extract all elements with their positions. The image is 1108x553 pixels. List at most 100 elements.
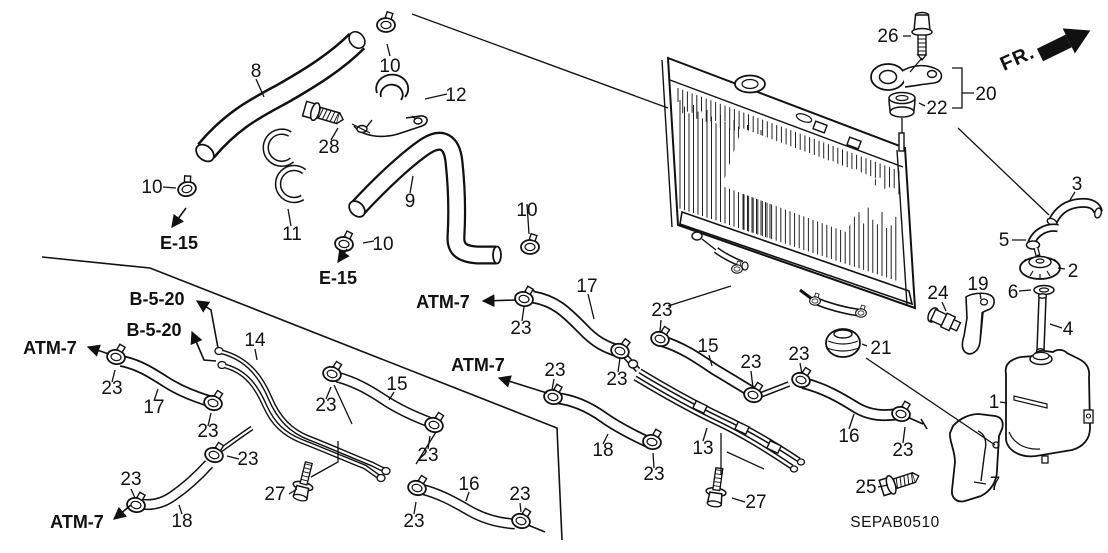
radiator-mount-pin (898, 132, 905, 152)
hose-run-inset (41, 256, 563, 541)
fr-direction-arrow (1036, 28, 1091, 62)
part-number-callout-23: 23 (101, 378, 122, 399)
hose-clamp (201, 386, 227, 413)
part-number-callout-14: 14 (244, 330, 266, 351)
part-number-callout-6: 6 (1008, 282, 1019, 303)
part-number-callout-23: 23 (120, 469, 141, 490)
part-number-callout-23: 23 (510, 318, 531, 339)
part-number-callout-23: 23 (315, 395, 336, 416)
hose-run-main (512, 283, 928, 508)
radiator-filler-neck (734, 74, 766, 94)
mount-bolt (911, 11, 933, 62)
part-number-callout-23: 23 (197, 421, 218, 442)
part-number-callout-18: 18 (592, 440, 613, 461)
hose-bracket (353, 73, 428, 138)
part-number-callout-9: 9 (405, 191, 416, 212)
hose-clamp (173, 172, 199, 199)
part-number-callout-18: 18 (171, 511, 192, 532)
part-number-callout-5: 5 (999, 230, 1010, 251)
leader-lines (111, 13, 1076, 515)
tank-cap (1019, 255, 1061, 280)
ref-callout-e-15: E-15 (160, 233, 198, 253)
bracket-bolt (301, 100, 344, 125)
part-number-callout-10: 10 (141, 177, 162, 198)
part-number-callout-23: 23 (606, 369, 627, 390)
part-number-callout-4: 4 (1063, 319, 1074, 340)
reserve-tank-parts (825, 197, 1103, 503)
part-number-callout-23: 23 (417, 445, 438, 466)
pipe-bolt (292, 461, 314, 502)
hose-clamp (124, 489, 149, 515)
sensor (927, 307, 962, 332)
pipe-bolt (705, 467, 727, 508)
upper-radiator-hose-assembly (173, 10, 540, 265)
ref-callout-e-15: E-15 (319, 268, 357, 288)
part-number-callout-11: 11 (282, 224, 302, 245)
reserve-tank (1004, 348, 1094, 464)
hose-clamp (520, 232, 540, 255)
part-number-callout-23: 23 (788, 344, 809, 365)
hose-end (195, 143, 215, 163)
hose-end (348, 200, 366, 218)
ref-callout-b-5-20: B-5-20 (126, 320, 181, 340)
part-number-callout-3: 3 (1072, 174, 1083, 195)
part-number-callout-27: 27 (264, 484, 285, 505)
pipe-coupler (627, 359, 639, 369)
hose-clamp (376, 10, 396, 33)
bolt-axis-line (351, 123, 371, 134)
diagram-code: SEPAB0510 (850, 514, 940, 531)
part-number-callout-16: 16 (838, 426, 859, 447)
ref-callout-atm-7: ATM-7 (50, 512, 104, 532)
hose-end (492, 245, 502, 265)
hose-clamp (422, 408, 448, 435)
part-number-callout-22: 22 (926, 98, 947, 119)
part-number-callout-16: 16 (458, 474, 479, 495)
part-number-callout-13: 13 (692, 438, 713, 459)
part-number-callout-19: 19 (967, 274, 988, 295)
ref-callout-atm-7: ATM-7 (416, 292, 470, 312)
part-number-callout-17: 17 (576, 276, 597, 297)
tank-washer (1033, 284, 1055, 296)
part-number-callout-26: 26 (877, 26, 898, 47)
part-number-callout-23: 23 (237, 449, 258, 470)
ref-callout-atm-7: ATM-7 (451, 355, 505, 375)
part-number-callout-15: 15 (386, 374, 407, 395)
part-number-callout-23: 23 (403, 511, 424, 532)
part-number-callout-21: 21 (870, 338, 891, 359)
radiator-glare (722, 128, 876, 232)
part-number-callout-20: 20 (975, 84, 996, 105)
radiator-filler-cap (741, 78, 759, 90)
part-number-callout-17: 17 (143, 397, 164, 418)
ref-callout-fr: FR. (997, 41, 1038, 75)
hose-end (348, 30, 366, 50)
part-number-callout-23: 23 (544, 360, 565, 381)
hose-clamp (202, 438, 228, 465)
hose-end (1093, 207, 1103, 219)
part-number-callout-8: 8 (251, 61, 262, 82)
ref-callout-atm-7: ATM-7 (23, 338, 77, 358)
radiator-bottom-tank (679, 210, 914, 306)
tank-tube (1035, 293, 1048, 354)
radiator-tank-lines (661, 59, 908, 306)
part-number-callout-10: 10 (516, 200, 537, 221)
part-number-callout-27: 27 (745, 492, 766, 513)
part-number-callout-15: 15 (697, 336, 718, 357)
mount-cushion (888, 91, 916, 118)
radiator-lower-cushion (825, 328, 861, 358)
part-number-callout-10: 10 (372, 234, 393, 255)
part-number-callout-23: 23 (892, 440, 913, 461)
reference-arrows (86, 207, 548, 520)
part-number-callout-23: 23 (651, 300, 672, 321)
tank-bracket (949, 413, 1004, 503)
part-number-callout-1: 1 (989, 392, 1000, 413)
mount-bracket (870, 63, 943, 91)
radiator-mount-parts (870, 11, 943, 118)
hose-clip (262, 128, 295, 167)
hose-clamp (512, 283, 537, 309)
radiator-top-hole (795, 113, 813, 123)
part-number-callout-10: 10 (379, 56, 400, 77)
radiator-top-bracket (812, 120, 828, 134)
